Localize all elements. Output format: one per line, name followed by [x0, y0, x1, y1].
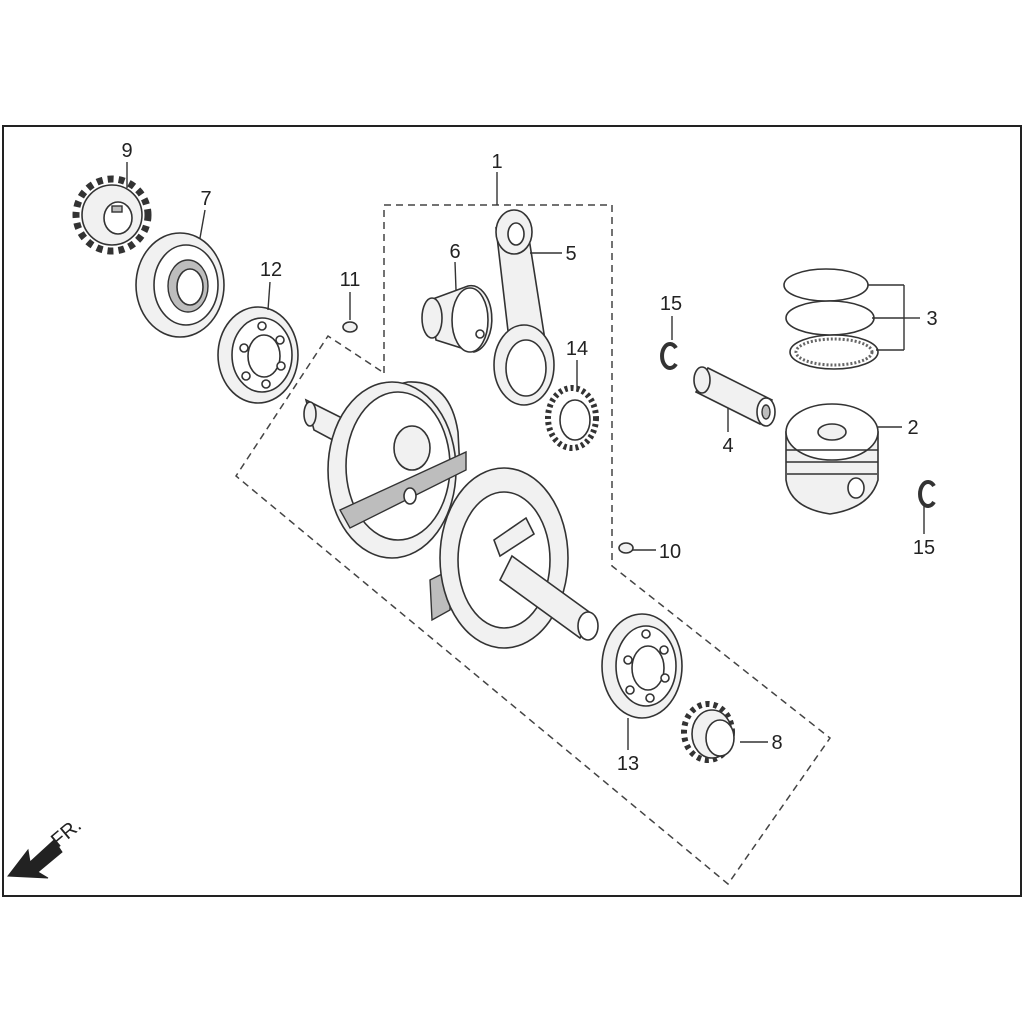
needle-bearing-drawing [545, 385, 599, 451]
label-part-15-upper: 15 [660, 293, 682, 315]
piston-pin-drawing [693, 366, 776, 427]
bearing-left-drawing [217, 306, 299, 404]
crankshaft-right-half-drawing [429, 467, 599, 649]
label-part-14: 14 [566, 338, 588, 360]
oil-seal-drawing [135, 232, 225, 338]
drive-gear-drawing [72, 175, 152, 255]
crankpin-drawing [421, 284, 493, 353]
assembly-boundary [235, 204, 832, 886]
front-direction-indicator: FR. [7, 814, 86, 879]
circlip-upper-drawing [660, 342, 678, 370]
label-part-4: 4 [722, 435, 733, 457]
label-part-5: 5 [565, 243, 576, 265]
diagram-frame [2, 125, 1022, 897]
label-part-1: 1 [491, 151, 502, 173]
label-part-2: 2 [907, 417, 918, 439]
label-part-3: 3 [926, 308, 937, 330]
label-part-12: 12 [260, 259, 282, 281]
label-part-6: 6 [449, 241, 460, 263]
label-part-8: 8 [771, 732, 782, 754]
woodruff-key-left-drawing [342, 321, 358, 333]
front-arrow-icon [7, 839, 63, 879]
leader-lines [126, 162, 925, 750]
label-part-9: 9 [121, 140, 132, 162]
label-part-10: 10 [659, 541, 681, 563]
label-part-11: 11 [340, 269, 361, 291]
piston-drawing [785, 403, 879, 515]
crankshaft-left-half-drawing [303, 381, 467, 559]
label-part-15-lower: 15 [913, 537, 935, 559]
piston-ring-set-drawing [783, 268, 879, 370]
bearing-right-drawing [601, 613, 683, 719]
circlip-lower-drawing [918, 480, 936, 508]
label-part-7: 7 [200, 188, 211, 210]
woodruff-key-right-drawing [618, 542, 634, 554]
label-part-13: 13 [617, 753, 639, 775]
connecting-rod-drawing [493, 209, 555, 406]
timing-sprocket-drawing [681, 701, 735, 763]
